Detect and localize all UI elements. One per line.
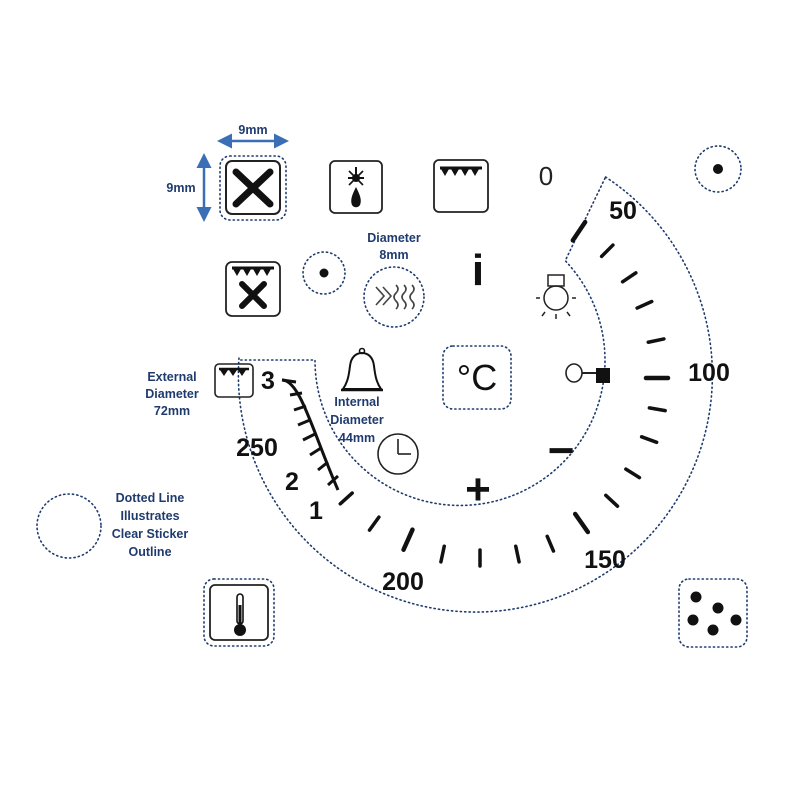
diameter-note-line1: Diameter <box>367 231 421 245</box>
scale-tick <box>646 337 666 344</box>
diameter-note-line2: 8mm <box>379 248 408 262</box>
dotted-note-line3: Clear Sticker <box>112 527 189 541</box>
dotted-note-line2: Illustrates <box>120 509 179 523</box>
scale-tick <box>639 435 659 445</box>
external-note-line1: External <box>147 370 196 384</box>
scale-tick <box>514 544 521 564</box>
temp-label-200: 200 <box>382 568 424 596</box>
thermometer-icon <box>203 578 275 647</box>
external-note-line3: 72mm <box>154 404 190 418</box>
dial-outline-path <box>237 175 714 613</box>
grill-label-1: 1 <box>309 497 323 525</box>
scale-tick <box>570 219 588 243</box>
dot-icon <box>694 145 742 193</box>
plus-sign: + <box>465 465 491 514</box>
scale-tick <box>439 544 446 564</box>
info-icon: i <box>472 246 484 295</box>
five-dots-icon <box>678 578 748 648</box>
light-bulb-icon <box>329 160 383 214</box>
scale-tick <box>401 527 415 552</box>
dial-sticker-outline <box>237 175 714 613</box>
oven-lamp-icon <box>536 274 576 319</box>
grill-label-2: 2 <box>285 468 299 496</box>
grill-icon <box>214 363 254 398</box>
dimension-annotation: 9mm 9mm <box>166 123 289 222</box>
temp-label-50: 50 <box>609 197 637 225</box>
scale-tick <box>338 491 354 506</box>
grill-tick <box>281 378 297 384</box>
internal-note-line2: Diameter <box>330 413 384 427</box>
scale-tick <box>545 534 556 553</box>
grill-tick <box>289 391 303 397</box>
width-label: 9mm <box>238 123 267 137</box>
scale-tick <box>647 406 667 413</box>
scale-tick <box>620 271 638 284</box>
grill-tick <box>326 474 340 487</box>
grill-tick <box>297 418 311 427</box>
grill-tick <box>302 432 316 442</box>
scale-tick <box>624 467 642 480</box>
svg-text:°C: °C <box>457 357 497 398</box>
temp-label-250: 250 <box>236 434 278 462</box>
scale-tick <box>604 493 620 508</box>
temperature-scale <box>281 219 671 568</box>
zero-icon: 0 <box>539 161 553 191</box>
key-icon <box>565 363 610 383</box>
fan-cross-icon <box>219 155 287 221</box>
clock-icon <box>377 433 419 475</box>
grill-label-3: 3 <box>261 367 275 395</box>
temp-label-150: 150 <box>584 546 626 574</box>
temp-label-100: 100 <box>688 359 730 387</box>
small-dot-icon <box>302 251 346 295</box>
top-heat-icon <box>433 159 489 213</box>
defrost-waves-icon <box>363 266 425 328</box>
external-note-line2: Diameter <box>145 387 199 401</box>
minus-sign: − <box>548 424 575 476</box>
dotted-note-line4: Outline <box>128 545 171 559</box>
dotted-note-line1: Dotted Line <box>116 491 185 505</box>
bell-icon <box>341 347 383 392</box>
grill-tick <box>293 404 307 412</box>
internal-note-line3: 44mm <box>339 431 375 445</box>
celsius-icon: °C <box>442 345 512 410</box>
scale-tick <box>599 243 615 259</box>
grill-fan-icon <box>225 261 281 317</box>
scale-tick <box>572 511 591 535</box>
height-label: 9mm <box>166 181 195 195</box>
internal-note-line1: Internal <box>334 395 379 409</box>
grill-tick <box>317 460 329 472</box>
dotted-outline-sample <box>36 493 102 559</box>
scale-tick <box>367 515 381 532</box>
scale-tick <box>635 299 654 310</box>
grill-tick <box>309 446 322 457</box>
